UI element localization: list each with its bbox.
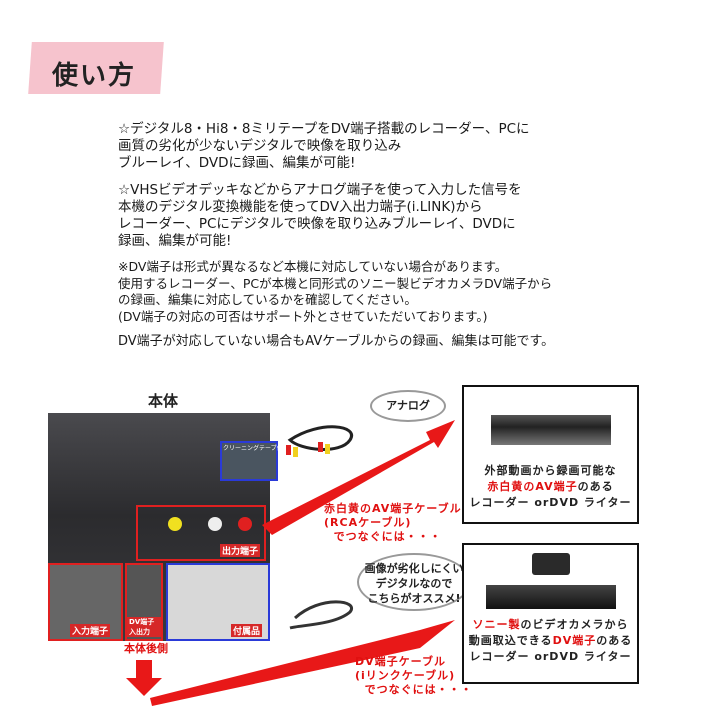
bubble-line: デジタルなので bbox=[375, 577, 453, 590]
analog-recorder-box: 外部動画から録画可能な 赤白黄のAV端子のある レコーダー orDVD ライター bbox=[462, 385, 639, 524]
digital-bubble: 画像が劣化しにくい デジタルなので こちらがオススメ! bbox=[357, 553, 471, 611]
input-frame: 入力端子 bbox=[48, 563, 123, 641]
device-photo: クリーニングテープ付 出力端子 入力端子 DV端子入出力 付属品 bbox=[48, 413, 283, 641]
digital-recorder-box: ソニー製のビデオカメラから 動画取込できるDV端子のある レコーダー orDVD… bbox=[462, 543, 639, 684]
accessories-frame: 付属品 bbox=[166, 563, 270, 641]
bubble-line: 画像が劣化しにくい bbox=[364, 562, 464, 575]
output-label: 出力端子 bbox=[219, 544, 260, 557]
output-frame: 出力端子 bbox=[136, 505, 266, 561]
dv-note: ※DV端子は形式が異なるなど本機に対応していない場合があります。 使用するレコー… bbox=[118, 259, 553, 324]
arrow-digital bbox=[150, 620, 455, 706]
box-red-text: DV端子 bbox=[552, 634, 597, 647]
bubble-line: こちらがオススメ! bbox=[367, 592, 461, 605]
camera-dock-image bbox=[531, 553, 570, 575]
box-line: レコーダー orDVD ライター bbox=[469, 496, 632, 509]
rear-label: 本体後側 bbox=[124, 642, 168, 655]
cleaning-tape-frame: クリーニングテープ付 bbox=[220, 441, 283, 481]
feature-digital: ☆デジタル8・Hi8・8ミリテープをDV端子搭載のレコーダー、PCに 画質の劣化… bbox=[118, 121, 530, 171]
analog-cable-text: 赤白黄のAV端子ケーブル (RCAケーブル) でつなぐには・・・ bbox=[324, 502, 462, 543]
box-text: のある bbox=[596, 634, 633, 647]
device-title: 本体 bbox=[148, 392, 179, 410]
box-line: レコーダー orDVD ライター bbox=[469, 650, 632, 663]
dvd-recorder-image bbox=[490, 415, 611, 445]
analog-bubble: アナログ bbox=[370, 390, 446, 422]
feature-analog: ☆VHSビデオデッキなどからアナログ端子を使って入力した信号を 本機のデジタル変… bbox=[118, 182, 522, 249]
box-text: のビデオカメラから bbox=[520, 618, 629, 631]
dv-io-label: DV端子入出力 bbox=[127, 617, 161, 637]
dv-io-frame: DV端子入出力 bbox=[125, 563, 163, 641]
box-text: 動画取込できる bbox=[468, 634, 553, 647]
dv-cable-icon bbox=[289, 600, 354, 630]
av-note: DV端子が対応していない場合もAVケーブルからの録画、編集は可能です。 bbox=[118, 334, 555, 349]
digital-cable-text: DV端子ケーブル (iリンクケーブル) でつなぐには・・・ bbox=[355, 655, 473, 696]
rca-cable-icon bbox=[286, 425, 354, 457]
input-label: 入力端子 bbox=[70, 624, 111, 637]
box-red-text: ソニー製 bbox=[472, 618, 521, 631]
bluray-recorder-image bbox=[485, 585, 616, 609]
box-red-text: 赤白黄のAV端子 bbox=[487, 480, 578, 493]
box-line: 外部動画から録画可能な bbox=[484, 464, 617, 477]
arrow-analog bbox=[262, 420, 455, 535]
cleaning-tape-label: クリーニングテープ付 bbox=[223, 445, 283, 452]
box-text: のある bbox=[577, 480, 614, 493]
accessories-label: 付属品 bbox=[230, 624, 262, 637]
arrow-down bbox=[126, 660, 162, 696]
page-heading: 使い方 bbox=[52, 61, 137, 91]
